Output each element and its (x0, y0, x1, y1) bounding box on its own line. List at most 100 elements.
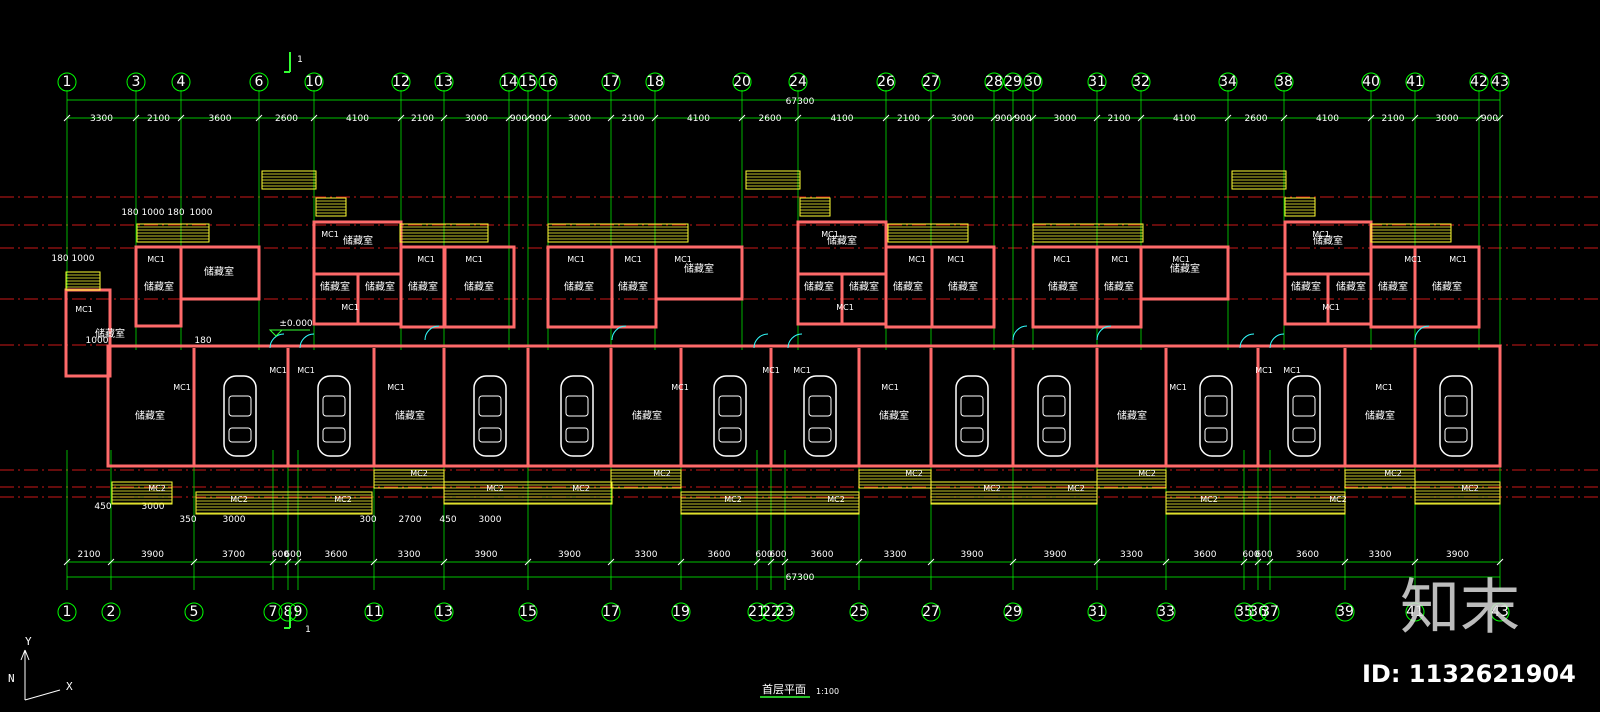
door-mc1-label: MC1 (1172, 255, 1190, 264)
bottom-axis-2: 2 (101, 602, 121, 622)
bottom-axis-39: 39 (1335, 602, 1355, 622)
svg-text:29: 29 (1004, 74, 1022, 90)
storage-room-label: 储藏室 (395, 409, 425, 422)
svg-text:40: 40 (1362, 74, 1380, 90)
svg-text:1: 1 (63, 74, 72, 90)
top-axis-24: 24 (788, 72, 808, 92)
top-dim-21: 2600 (1245, 114, 1268, 124)
watermark-logo: 知末 (1400, 573, 1520, 643)
door-mc2-label: MC2 (148, 484, 166, 493)
top-axis-30: 30 (1023, 72, 1043, 92)
svg-text:27: 27 (922, 74, 940, 90)
room-labels: 储藏室储藏室储藏室储藏室储藏室储藏室储藏室储藏室储藏室储藏室储藏室储藏室储藏室储… (75, 230, 1479, 504)
door-mc2-label: MC2 (1461, 484, 1479, 493)
svg-text:12: 12 (392, 74, 410, 90)
door-mc2-label: MC2 (983, 484, 1001, 493)
svg-text:1:100: 1:100 (816, 687, 839, 696)
door-mc2-label: MC2 (1200, 495, 1218, 504)
storage-room-label: 储藏室 (1365, 409, 1395, 422)
storage-room-label: 储藏室 (1170, 262, 1200, 275)
door-mc1-label: MC1 (1449, 255, 1467, 264)
bottom-axis-25: 25 (849, 602, 869, 622)
misc-dim-13: 2700 (399, 515, 422, 525)
storage-room-label: 储藏室 (365, 280, 395, 293)
bottom-axis-8: 8 (278, 602, 298, 622)
top-dim-20: 4100 (1173, 114, 1196, 124)
svg-text:5: 5 (190, 604, 199, 620)
svg-text:N: N (8, 672, 15, 685)
storage-room-label: 储藏室 (618, 280, 648, 293)
svg-text:3: 3 (132, 74, 141, 90)
door-mc2-label: MC2 (653, 469, 671, 478)
storage-room-label: 储藏室 (1336, 280, 1366, 293)
svg-text:8: 8 (284, 604, 293, 620)
svg-text:13: 13 (435, 604, 453, 620)
top-dim-9: 3000 (568, 114, 591, 124)
door-mc1-label: MC1 (341, 303, 359, 312)
misc-dim-10: 350 (179, 515, 196, 525)
storage-room-label: 储藏室 (95, 327, 125, 340)
storage-room-label: 储藏室 (827, 234, 857, 247)
storage-room-label: 储藏室 (1378, 280, 1408, 293)
bottom-dim-19: 600 (1242, 550, 1259, 560)
svg-text:38: 38 (1275, 74, 1293, 90)
bottom-axis-23: 23 (775, 602, 795, 622)
top-axis-10: 10 (304, 72, 324, 92)
door-mc2-label: MC2 (1067, 484, 1085, 493)
bottom-axis-13: 13 (434, 602, 454, 622)
svg-text:2: 2 (107, 604, 116, 620)
misc-dim-9: 3000 (142, 502, 165, 512)
misc-dim-12: 300 (359, 515, 376, 525)
svg-text:43: 43 (1491, 604, 1509, 620)
top-dim-2: 3600 (209, 114, 232, 124)
door-mc2-label: MC2 (230, 495, 248, 504)
top-axis-43: 43 (1490, 72, 1510, 92)
svg-text:35: 35 (1235, 604, 1253, 620)
bottom-dim-14: 3300 (884, 550, 907, 560)
svg-text:24: 24 (789, 74, 807, 90)
door-mc2-label: MC2 (1384, 469, 1402, 478)
svg-text:知末: 知末 (1400, 573, 1520, 643)
car-1 (317, 375, 351, 457)
bottom-dim-9: 3300 (635, 550, 658, 560)
svg-text:29: 29 (1004, 604, 1022, 620)
svg-text:1: 1 (63, 604, 72, 620)
bottom-axis-21: 21 (747, 602, 767, 622)
door-mc1-label: MC1 (624, 255, 642, 264)
svg-text:42: 42 (1470, 74, 1488, 90)
svg-text:23: 23 (776, 604, 794, 620)
svg-text:34: 34 (1219, 74, 1237, 90)
svg-text:15: 15 (519, 74, 537, 90)
section-mark-top: 1 (284, 52, 303, 73)
svg-text:37: 37 (1261, 604, 1279, 620)
top-axis-1: 1 (57, 72, 77, 92)
bottom-axis-27: 27 (921, 602, 941, 622)
svg-text:31: 31 (1088, 604, 1106, 620)
top-dim-0: 3300 (90, 114, 113, 124)
top-axis-16: 16 (538, 72, 558, 92)
top-dim-25: 900 (1481, 114, 1498, 124)
door-mc1-label: MC1 (297, 366, 315, 375)
top-dim-7: 900 (510, 114, 527, 124)
misc-dim-4: 180 (51, 254, 68, 264)
top-dim-5: 2100 (411, 114, 434, 124)
top-dim-11: 4100 (687, 114, 710, 124)
top-axis-18: 18 (645, 72, 665, 92)
top-axis-38: 38 (1274, 72, 1294, 92)
svg-text:31: 31 (1088, 74, 1106, 90)
svg-text:32: 32 (1132, 74, 1150, 90)
storage-room-label: 储藏室 (1291, 280, 1321, 293)
door-mc1-label: MC1 (836, 303, 854, 312)
overall-dimension-bottom: 67300 (786, 573, 815, 583)
bottom-dim-11: 600 (755, 550, 772, 560)
car-5 (803, 375, 837, 457)
door-mc1-label: MC1 (173, 383, 191, 392)
bottom-dim-2: 3700 (222, 550, 245, 560)
misc-dim-3: 1000 (190, 208, 213, 218)
door-mc2-label: MC2 (1329, 495, 1347, 504)
door-mc1-label: MC1 (1375, 383, 1393, 392)
bottom-axis-7: 7 (263, 602, 283, 622)
storage-room-label: 储藏室 (135, 409, 165, 422)
svg-text:X: X (66, 680, 73, 693)
